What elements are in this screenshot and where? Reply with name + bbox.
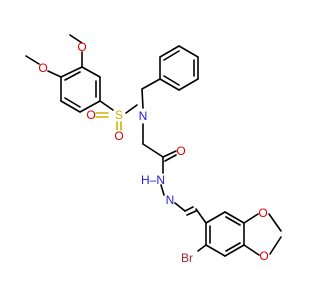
benzodioxole-ring	[197, 211, 282, 257]
atom-o-dioxole-bottom: O	[259, 249, 268, 263]
atom-o-carbonyl: O	[176, 144, 185, 158]
atom-o-methoxy-top: O	[77, 40, 86, 54]
atom-o-sulfonyl-left: O	[86, 108, 95, 122]
atom-n-amide: N	[139, 109, 148, 123]
benzyl-group	[141, 45, 199, 109]
atom-o-methoxy-left: O	[38, 61, 47, 75]
methoxy-groups	[25, 34, 83, 78]
atom-o-dioxole-top: O	[258, 206, 267, 220]
atom-bromine: Br	[181, 251, 193, 265]
hydrazone-linker	[160, 184, 207, 224]
atom-o-sulfonyl-bottom: O	[114, 129, 123, 143]
atom-n-hydrazide: H–N	[141, 173, 165, 187]
atom-n-imine: N	[166, 193, 175, 207]
sulfonyl-group	[95, 100, 138, 131]
dimethoxyphenyl-ring	[60, 66, 101, 113]
structure-diagram: O O S O O N O H–N N O O Br	[25, 34, 282, 265]
acetamide-chain	[142, 123, 177, 174]
atom-labels: O O S O O N O H–N N O O Br	[38, 40, 268, 265]
atom-sulfur: S	[115, 108, 123, 122]
